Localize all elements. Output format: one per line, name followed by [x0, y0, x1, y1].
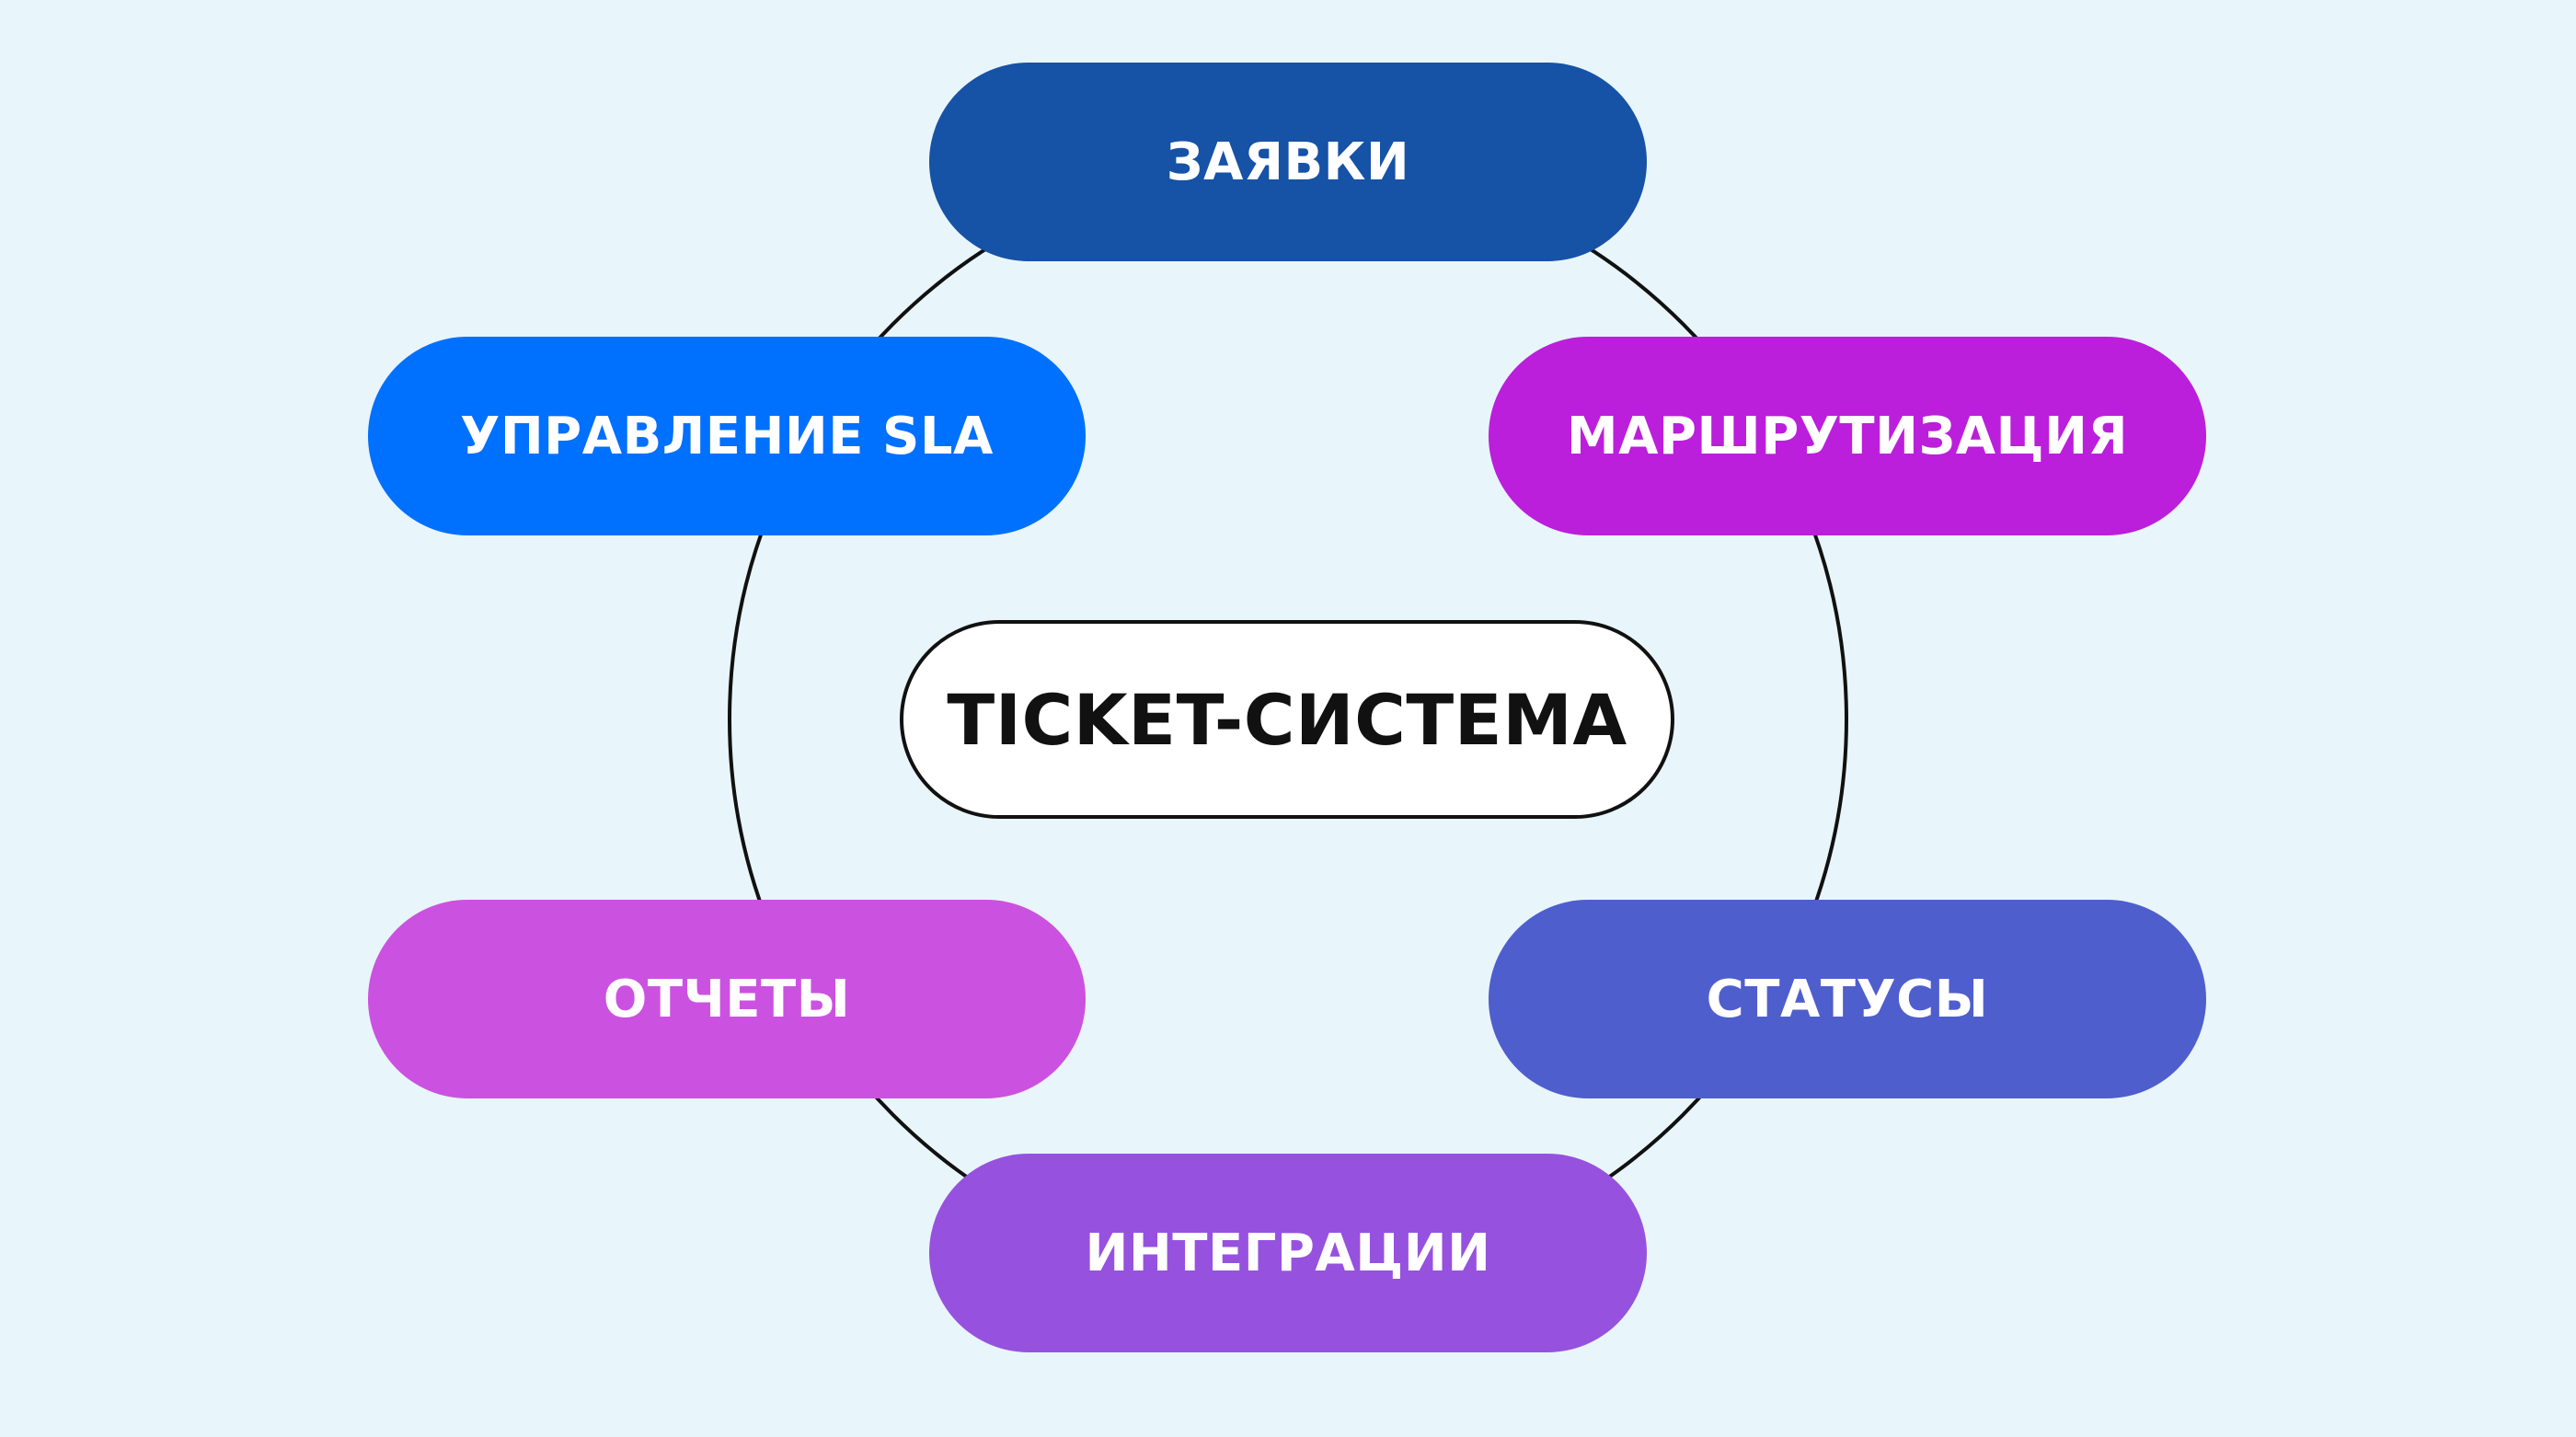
node-statusy: СТАТУСЫ: [1489, 900, 2206, 1098]
node-marshrutizatsiya: МАРШРУТИЗАЦИЯ: [1489, 337, 2206, 535]
node-upravlenie-sla: УПРАВЛЕНИЕ SLA: [368, 337, 1086, 535]
node-otchety: ОТЧЕТЫ: [368, 900, 1086, 1098]
node-integratsii: ИНТЕГРАЦИИ: [929, 1154, 1647, 1352]
center-node: TICKET-СИСТЕМА: [900, 620, 1674, 819]
node-zayavki: ЗАЯВКИ: [929, 63, 1647, 261]
